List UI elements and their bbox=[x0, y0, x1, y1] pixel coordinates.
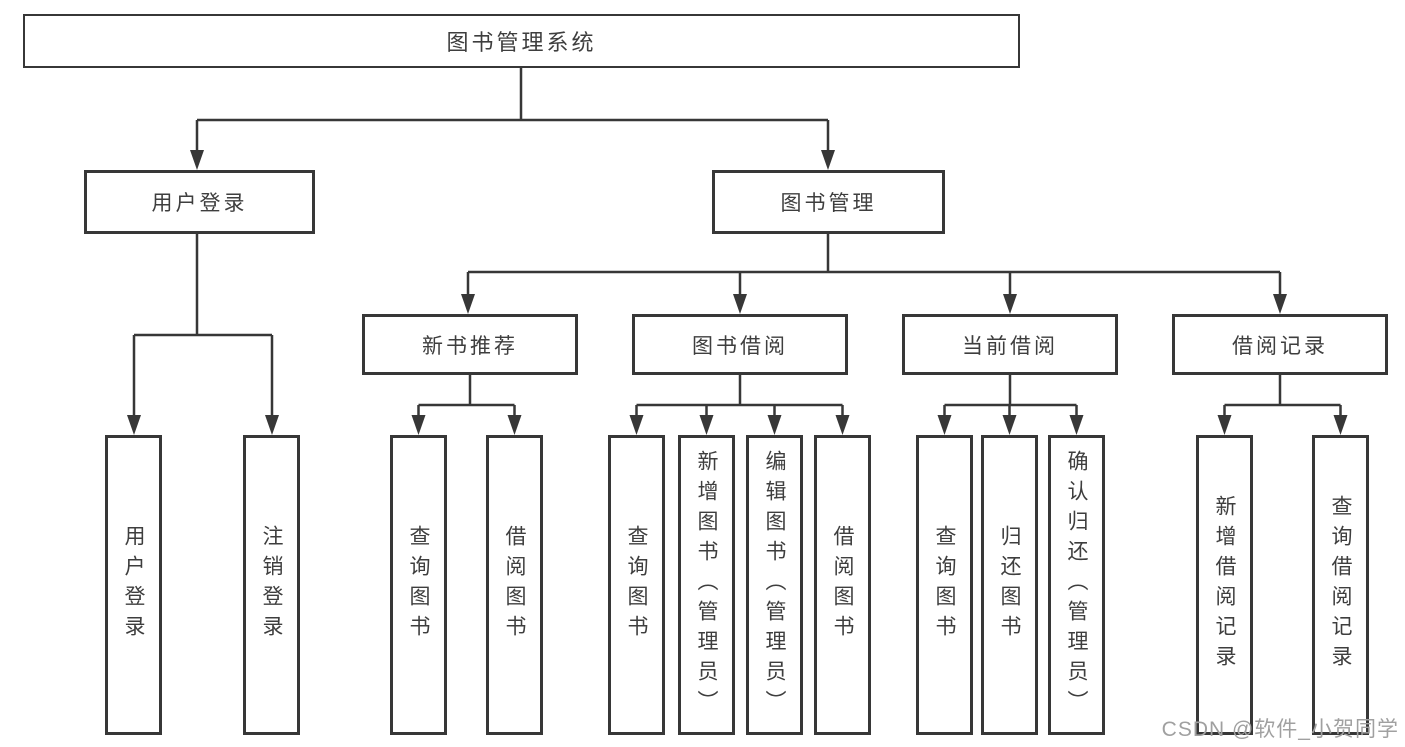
node-library-management-system: 图书管理系统 bbox=[23, 14, 1020, 68]
leaf-add-book-admin: 新增图书（管理员） bbox=[678, 435, 735, 735]
leaf-query-books-borrowing: 查询图书 bbox=[608, 435, 665, 735]
node-book-management: 图书管理 bbox=[712, 170, 945, 234]
node-new-book-recommendation: 新书推荐 bbox=[362, 314, 578, 375]
node-label: 新书推荐 bbox=[422, 334, 518, 358]
node-label: 当前借阅 bbox=[962, 334, 1058, 358]
node-label: 借阅图书 bbox=[831, 525, 854, 645]
node-label: 确认归还（管理员） bbox=[1065, 450, 1088, 720]
leaf-query-borrowing-record: 查询借阅记录 bbox=[1312, 435, 1369, 735]
node-label: 用户登录 bbox=[151, 192, 248, 215]
leaf-return-book: 归还图书 bbox=[981, 435, 1038, 735]
node-book-borrowing: 图书借阅 bbox=[632, 314, 848, 375]
watermark-text: CSDN @软件_小贺同学 bbox=[1161, 718, 1399, 741]
node-label: 新增借阅记录 bbox=[1213, 495, 1236, 675]
node-label: 新增图书（管理员） bbox=[695, 450, 718, 720]
node-label: 图书借阅 bbox=[692, 334, 788, 358]
node-label: 图书管理 bbox=[780, 192, 877, 215]
leaf-query-books-recommend: 查询图书 bbox=[390, 435, 447, 735]
node-label: 编辑图书（管理员） bbox=[763, 450, 786, 720]
node-label: 借阅记录 bbox=[1232, 334, 1328, 358]
node-label: 查询图书 bbox=[933, 525, 956, 645]
leaf-query-books-current: 查询图书 bbox=[916, 435, 973, 735]
node-label: 查询图书 bbox=[407, 525, 430, 645]
node-label: 查询图书 bbox=[625, 525, 648, 645]
node-user-login: 用户登录 bbox=[84, 170, 315, 234]
node-borrowing-records: 借阅记录 bbox=[1172, 314, 1388, 375]
node-label: 归还图书 bbox=[998, 525, 1021, 645]
leaf-borrow-books-recommend: 借阅图书 bbox=[486, 435, 543, 735]
leaf-add-borrowing-record: 新增借阅记录 bbox=[1196, 435, 1253, 735]
node-label: 借阅图书 bbox=[503, 525, 526, 645]
node-label: 用户登录 bbox=[122, 525, 145, 645]
leaf-user-login: 用户登录 bbox=[105, 435, 162, 735]
node-current-borrowing: 当前借阅 bbox=[902, 314, 1118, 375]
leaf-borrow-books-borrowing: 借阅图书 bbox=[814, 435, 871, 735]
leaf-confirm-return-admin: 确认归还（管理员） bbox=[1048, 435, 1105, 735]
node-label: 注销登录 bbox=[260, 525, 283, 645]
node-label: 查询借阅记录 bbox=[1329, 495, 1352, 675]
node-label: 图书管理系统 bbox=[446, 30, 597, 55]
leaf-edit-book-admin: 编辑图书（管理员） bbox=[746, 435, 803, 735]
leaf-logout: 注销登录 bbox=[243, 435, 300, 735]
